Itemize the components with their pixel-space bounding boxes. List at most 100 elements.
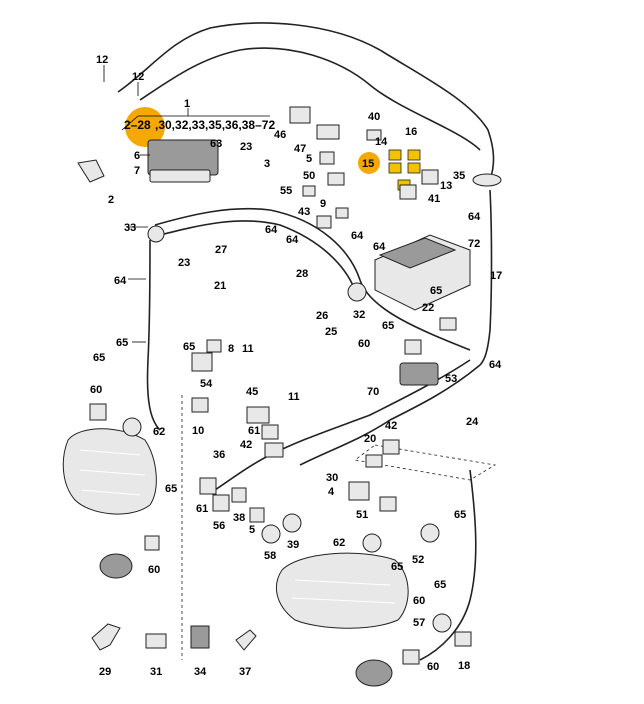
label-42a: 42 xyxy=(385,420,397,432)
label-16: 16 xyxy=(405,126,417,138)
connector-18 xyxy=(454,631,472,647)
connector-5 xyxy=(319,151,335,165)
label-64f: 64 xyxy=(114,275,127,287)
label-7: 7 xyxy=(134,165,140,177)
connector-38 xyxy=(231,487,247,503)
bracket-31 xyxy=(145,633,167,649)
label-62: 62 xyxy=(153,426,165,438)
connector-61 xyxy=(261,424,279,440)
label-range: 2–28 xyxy=(124,118,151,132)
grommet-32 xyxy=(347,282,367,302)
label-24: 24 xyxy=(466,416,479,428)
label-45: 45 xyxy=(246,386,258,398)
connector-45 xyxy=(246,406,270,424)
connector-42b xyxy=(382,439,400,455)
label-65c: 65 xyxy=(116,337,128,349)
label-64c: 64 xyxy=(286,234,299,246)
fog-light-right xyxy=(355,659,393,687)
label-32: 32 xyxy=(353,309,365,321)
lamp-socket-2 xyxy=(77,159,105,183)
connector-8 xyxy=(206,339,222,353)
label-9: 9 xyxy=(320,198,326,210)
label-46: 46 xyxy=(274,129,286,141)
label-6: 6 xyxy=(134,150,140,162)
label-51: 51 xyxy=(356,509,368,521)
grommet-33 xyxy=(147,225,165,243)
bracket-34 xyxy=(190,625,210,649)
connector-60c xyxy=(144,535,160,551)
label-72: 72 xyxy=(468,238,480,250)
label-65e: 65 xyxy=(93,352,105,364)
connector-60b xyxy=(404,339,422,355)
part-labels: 12 12 1 2–28 ,30,32,33,35,36,38–72 40 46… xyxy=(90,54,502,678)
connector-13 xyxy=(421,169,439,185)
label-64a: 64 xyxy=(468,211,481,223)
connector-55 xyxy=(302,185,316,197)
label-25: 25 xyxy=(325,326,337,338)
connector-58 xyxy=(261,524,281,544)
connector-50 xyxy=(327,172,345,186)
label-23b: 23 xyxy=(178,257,190,269)
label-60d: 60 xyxy=(413,595,425,607)
label-14: 14 xyxy=(375,136,388,148)
connector-57 xyxy=(432,613,452,633)
connector-62b xyxy=(362,533,382,553)
connector-15 xyxy=(388,162,402,174)
connector-42 xyxy=(264,442,284,458)
label-17: 17 xyxy=(490,270,502,282)
label-3: 3 xyxy=(264,158,270,170)
label-41: 41 xyxy=(428,193,440,205)
label-11a: 11 xyxy=(242,343,254,355)
label-64d: 64 xyxy=(351,230,364,242)
connector-9 xyxy=(335,207,349,219)
callout-highlight-15 xyxy=(358,152,380,174)
connector-36 xyxy=(199,477,217,495)
label-60b: 60 xyxy=(90,384,102,396)
label-range-2: ,30,32,33,35,36,38–72 xyxy=(155,118,275,132)
connector-43 xyxy=(316,215,332,229)
label-65i: 65 xyxy=(434,579,446,591)
label-65d: 65 xyxy=(183,341,195,353)
label-28: 28 xyxy=(296,268,308,280)
label-30: 30 xyxy=(326,472,338,484)
label-40: 40 xyxy=(368,111,380,123)
label-65b: 65 xyxy=(382,320,394,332)
label-29: 29 xyxy=(99,666,111,678)
label-37: 37 xyxy=(239,666,251,678)
label-52: 52 xyxy=(412,554,424,566)
label-62b: 62 xyxy=(333,537,345,549)
connector-10 xyxy=(191,397,209,413)
connector-52 xyxy=(420,523,440,543)
connector-62 xyxy=(122,417,142,437)
label-57: 57 xyxy=(413,617,425,629)
label-60e: 60 xyxy=(427,661,439,673)
connector-56 xyxy=(212,494,230,512)
label-21: 21 xyxy=(214,280,226,292)
label-5b: 5 xyxy=(249,524,255,536)
label-23a: 23 xyxy=(240,141,252,153)
label-50: 50 xyxy=(303,170,315,182)
connector-51 xyxy=(379,496,397,512)
label-60c: 60 xyxy=(148,564,160,576)
label-60a: 60 xyxy=(358,338,370,350)
connector-54 xyxy=(191,352,213,372)
harness-wires xyxy=(117,22,497,661)
label-61b: 61 xyxy=(196,503,208,515)
label-10: 10 xyxy=(192,425,204,437)
connector-47 xyxy=(316,124,340,140)
label-39: 39 xyxy=(287,539,299,551)
connector-60a xyxy=(89,403,107,421)
label-12b: 12 xyxy=(132,71,144,83)
label-47: 47 xyxy=(294,143,306,155)
label-31: 31 xyxy=(150,666,162,678)
grommet-35 xyxy=(472,173,502,187)
connector-4 xyxy=(348,481,370,501)
components xyxy=(62,106,502,687)
label-55: 55 xyxy=(280,185,292,197)
label-5: 5 xyxy=(306,153,312,165)
label-65g: 65 xyxy=(454,509,466,521)
label-15: 15 xyxy=(362,158,374,170)
connector-46 xyxy=(289,106,311,124)
callout-highlight xyxy=(125,107,165,147)
